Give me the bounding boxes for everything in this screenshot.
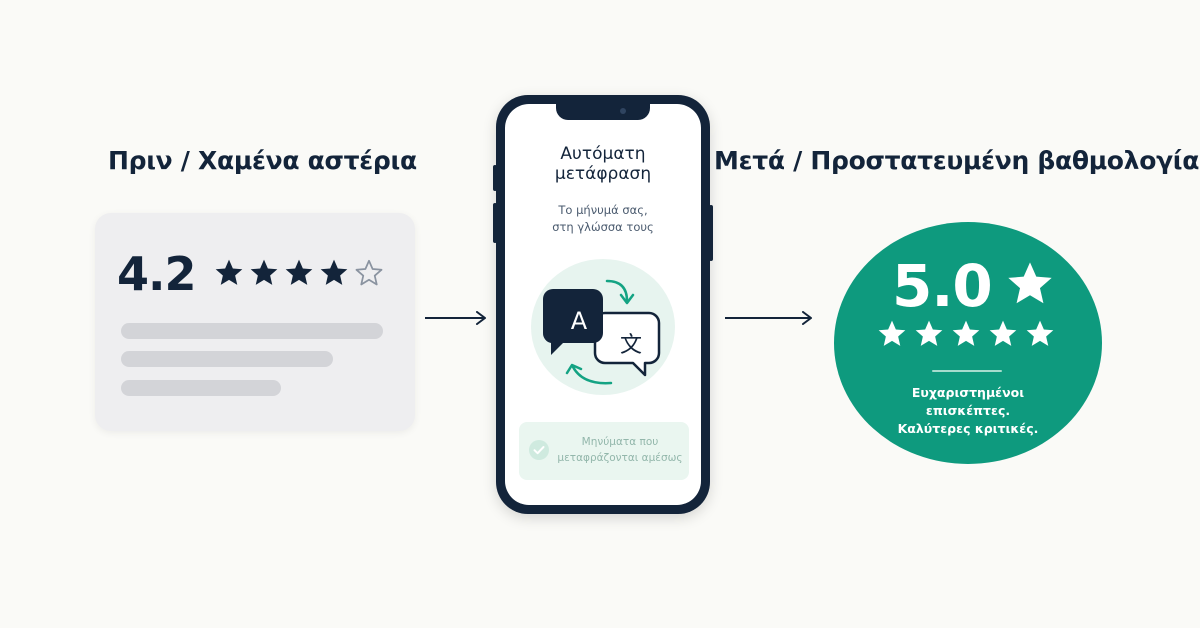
phone-side-button (493, 165, 497, 191)
instant-translation-notice: Μηνύματα που μεταφράζονται αμέσως (519, 422, 689, 480)
after-rating-value: 5.0 (892, 252, 993, 320)
divider (932, 370, 1002, 372)
instant-translation-text: Μηνύματα που μεταφράζονται αμέσως (555, 434, 685, 466)
bubble-glyph-a: A (570, 307, 588, 335)
review-text-placeholder (121, 323, 383, 339)
phone-subtitle-line: Το μήνυμά σας, (558, 203, 648, 217)
after-rating-badge: 5.0 Ευχαριστημένοι επισκέπτες. Καλύτερες… (834, 222, 1102, 464)
bubble-glyph-zh: 文 (619, 333, 642, 358)
star-filled-icon (320, 259, 348, 285)
phone-mockup: Αυτόματη μετάφραση Το μήνυμά σας, στη γλ… (493, 95, 713, 514)
before-stars (213, 257, 385, 289)
review-text-placeholder (121, 351, 333, 367)
phone-subtitle-line: στη γλώσσα τους (552, 220, 654, 234)
check-circle-icon (529, 440, 549, 460)
star-filled-icon (878, 320, 906, 346)
after-caption-line: Καλύτερες κριτικές. (897, 421, 1039, 436)
star-filled-icon (1008, 262, 1052, 304)
phone-title-line: μετάφραση (554, 164, 652, 184)
translate-icon: A 文 (531, 259, 675, 395)
phone-side-button (709, 205, 713, 261)
before-review-card: 4.2 (95, 213, 415, 431)
instant-translation-line: μεταφράζονται αμέσως (557, 452, 683, 464)
after-caption-line: Ευχαριστημένοι (911, 385, 1025, 400)
after-caption-line: επισκέπτες. (925, 403, 1011, 418)
phone-screen: Αυτόματη μετάφραση Το μήνυμά σας, στη γλ… (505, 104, 701, 505)
after-caption: Ευχαριστημένοι επισκέπτες. Καλύτερες κρι… (834, 384, 1102, 438)
star-filled-icon (952, 320, 980, 346)
star-filled-icon (250, 259, 278, 285)
arrow-right-icon (725, 311, 812, 325)
phone-title: Αυτόματη μετάφραση (505, 144, 701, 184)
before-rating-value: 4.2 (117, 247, 196, 301)
star-filled-icon (1026, 320, 1054, 346)
phone-notch (556, 104, 650, 120)
star-outline-icon (355, 259, 383, 286)
phone-subtitle: Το μήνυμά σας, στη γλώσσα τους (505, 202, 701, 236)
star-filled-icon (285, 259, 313, 285)
instant-translation-line: Μηνύματα που (581, 436, 659, 448)
after-stars (876, 318, 1056, 350)
phone-title-line: Αυτόματη (560, 144, 646, 164)
translate-illustration (542, 279, 661, 385)
before-heading: Πριν / Χαμένα αστέρια (108, 146, 417, 175)
arrow-right-icon (425, 311, 486, 325)
after-heading: Μετά / Προστατευμένη βαθμολογία (714, 146, 1200, 175)
phone-side-button (493, 203, 497, 243)
review-text-placeholder (121, 380, 281, 396)
star-filled-icon (989, 320, 1017, 346)
star-filled-icon (215, 259, 243, 285)
star-filled-icon (915, 320, 943, 346)
camera-dot (620, 108, 626, 114)
